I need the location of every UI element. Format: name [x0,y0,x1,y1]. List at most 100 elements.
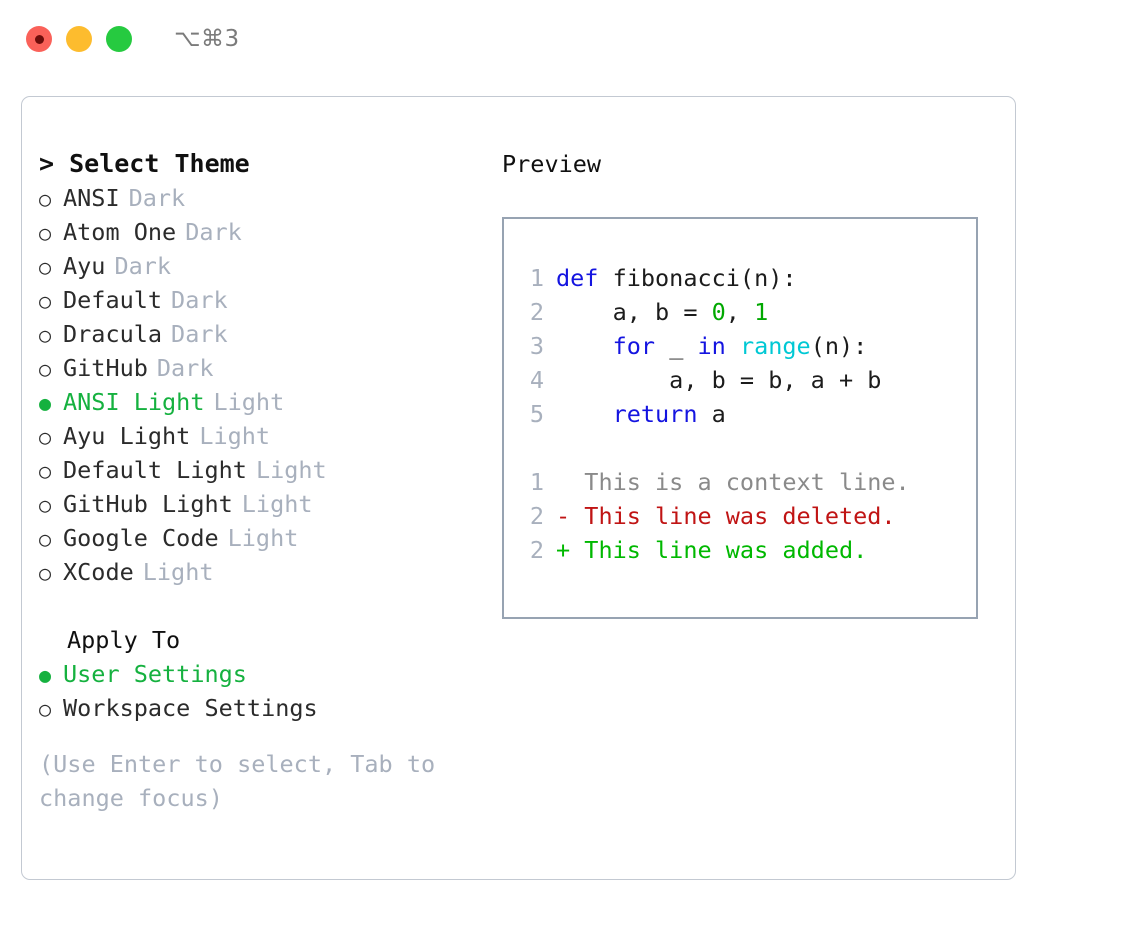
line-number: 3 [529,332,544,360]
code-token: a, b = [556,298,712,326]
code-token: , [725,298,755,326]
theme-option[interactable]: ○ GitHub Dark [39,351,499,385]
minimize-button[interactable] [66,26,92,52]
theme-option-label: GitHub Light [63,490,233,518]
apply-to-option[interactable]: ●User Settings [39,657,499,691]
code-line: 5 return a [518,397,976,431]
code-token [726,332,740,360]
theme-option-label: Atom One [63,218,177,246]
theme-option[interactable]: ○ GitHub Light Light [39,487,499,521]
maximize-button[interactable] [106,26,132,52]
select-theme-header: > Select Theme [39,149,250,178]
theme-option[interactable]: ○ Ayu Light Light [39,419,499,453]
line-number: 1 [529,264,544,292]
code-token: return [612,400,698,428]
code-line-text: a, b = b, a + b [556,363,881,397]
theme-option-label: Dracula [63,320,163,348]
code-token: range [739,332,811,360]
line-number: 4 [529,366,544,394]
radio-unselected-icon: ○ [39,323,52,347]
radio-selected-icon: ● [39,391,52,415]
apply-to-list: ●User Settings ○ Workspace Settings [39,657,499,725]
keyboard-hint-text: (Use Enter to select, Tab to change focu… [39,750,436,812]
theme-variant-tag: Dark [171,320,228,348]
radio-unselected-icon: ○ [39,561,52,585]
theme-variant-tag: Dark [171,286,228,314]
theme-variant-tag: Light [142,558,214,586]
theme-variant-tag: Dark [128,184,186,212]
code-line: 4 a, b = b, a + b [518,363,976,397]
apply-to-title: Apply To [67,626,181,654]
code-token: for [612,332,656,360]
code-token: _ [655,332,698,360]
code-line-text: for _ in range(n): [556,329,868,363]
theme-option-label: Google Code [63,524,219,552]
theme-option[interactable]: ○ Dracula Dark [39,317,499,351]
line-number: 1 [529,468,544,496]
line-number: 2 [529,502,544,530]
line-number: 5 [529,400,544,428]
preview-title: Preview [502,150,602,178]
radio-unselected-icon: ○ [39,493,52,517]
diff-line-text: - This line was deleted. [556,502,896,530]
diff-line: 2 + This line was added. [518,533,976,567]
theme-option[interactable]: ● ANSI Light Light [39,385,499,419]
code-diff-separator [518,431,976,465]
theme-variant-tag: Light [241,490,313,518]
code-line: 3 for _ in range(n): [518,329,976,363]
theme-variant-tag: Light [199,422,271,450]
keyboard-shortcut-label: ⌥⌘3 [174,26,240,52]
theme-option[interactable]: ○ Google Code Light [39,521,499,555]
apply-to-option[interactable]: ○ Workspace Settings [39,691,499,725]
theme-option-label: Ayu [63,252,106,280]
theme-variant-tag: Light [213,388,285,416]
close-button[interactable] [26,26,52,52]
diff-line: 1 This is a context line. [518,465,976,499]
apply-to-option-label: Workspace Settings [63,694,318,722]
theme-variant-tag: Dark [185,218,242,246]
theme-option-label: ANSI [63,184,120,212]
theme-option-label: Default Light [63,456,247,484]
code-line-text: return a [556,397,726,431]
window-controls [26,26,132,52]
radio-unselected-icon: ○ [39,425,52,449]
code-token [556,400,613,428]
code-line-text: def fibonacci(n): [556,261,797,295]
code-token: a [697,400,726,428]
radio-unselected-icon: ○ [39,357,52,381]
code-token: 1 [754,298,769,326]
radio-unselected-icon: ○ [39,527,52,551]
theme-option-label: ANSI Light [63,388,205,416]
radio-unselected-icon: ○ [39,289,52,313]
theme-variant-tag: Dark [114,252,172,280]
line-number: 2 [529,536,544,564]
theme-option[interactable]: ○ Default Dark [39,283,499,317]
diff-line-text: + This line was added. [556,536,868,564]
diff-line: 2 - This line was deleted. [518,499,976,533]
code-token: a, b = b, a + b [556,366,882,394]
code-token: (n): [810,332,868,360]
code-line: 2 a, b = 0, 1 [518,295,976,329]
theme-option-label: Default [63,286,163,314]
theme-option-label: GitHub [63,354,148,382]
theme-option[interactable]: ○ Ayu Dark [39,249,499,283]
radio-unselected-icon: ○ [39,697,52,721]
theme-variant-tag: Light [227,524,299,552]
code-token: 0 [711,298,726,326]
theme-option-label: Ayu Light [63,422,191,450]
theme-variant-tag: Dark [156,354,214,382]
line-number: 2 [529,298,544,326]
code-token: def [556,264,613,292]
apply-to-option-label: User Settings [63,660,247,688]
code-token: in [697,332,726,360]
radio-unselected-icon: ○ [39,255,52,279]
diff-sample: 1 This is a context line. 2 - This line wa… [518,465,976,567]
